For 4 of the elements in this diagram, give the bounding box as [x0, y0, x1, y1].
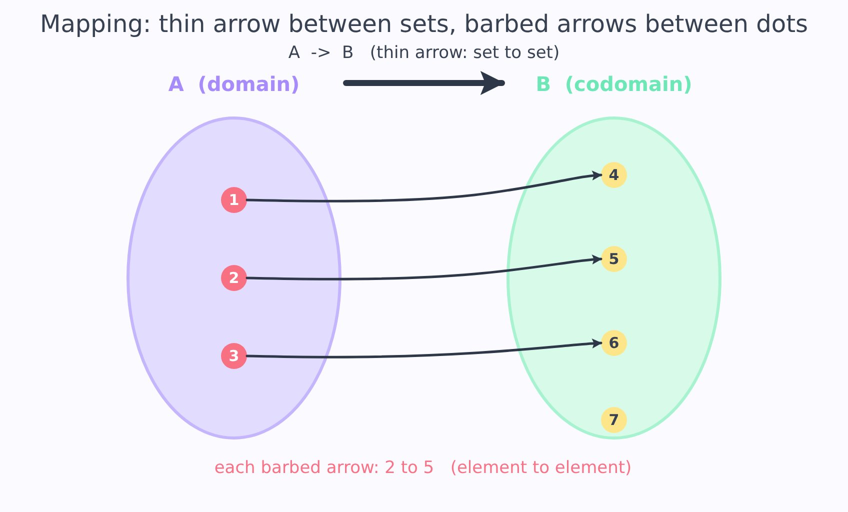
- diagram-title: Mapping: thin arrow between sets, barbed arrows between dots: [39, 10, 809, 38]
- set-heading: A (domain): [168, 72, 300, 96]
- set-heading: B (codomain): [536, 72, 692, 96]
- note-text: each barbed arrow: 2 to 5 (element to element): [214, 458, 632, 478]
